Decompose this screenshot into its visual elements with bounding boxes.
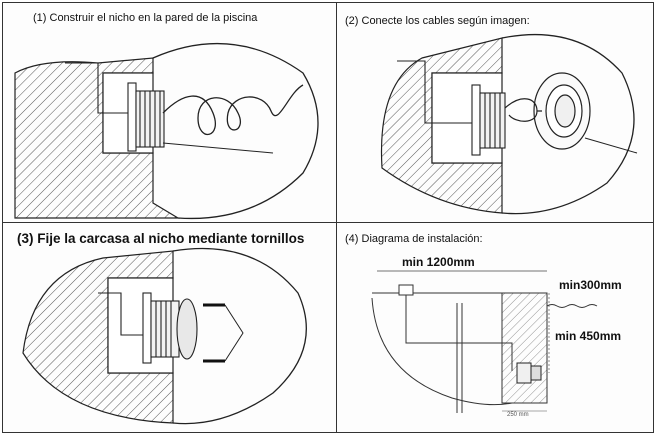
leader-line [162, 142, 274, 154]
min-water-depth-label: min300mm [559, 278, 622, 292]
conduit-pipe [405, 295, 513, 371]
step-3-panel: (3) Fije la carcasa al nicho mediante to… [3, 223, 336, 432]
step-2-caption: (2) Conecte los cables según imagen: [345, 15, 530, 27]
step-4-panel: (4) Diagrama de instalación: min 1200mm … [337, 223, 653, 432]
connection-cable [504, 98, 542, 122]
light-housing [127, 82, 165, 152]
grid-divider-vertical [336, 2, 337, 433]
leader-line [584, 137, 638, 154]
step-3-illustration [22, 247, 307, 425]
step-2-panel: (2) Conecte los cables según imagen: [337, 3, 653, 222]
step-4-caption: (4) Diagrama de instalación: [345, 233, 483, 245]
light-housing [142, 292, 198, 364]
coiled-cable [162, 84, 304, 136]
screw-markers [203, 303, 225, 363]
pool-wall-hatched [501, 292, 548, 404]
water-boundary-outline [501, 33, 635, 215]
step-1-panel: (1) Construir el nicho en la pared de la… [3, 3, 336, 222]
lamp-faceplate [533, 72, 591, 150]
step-3-caption: (3) Fije la carcasa al nicho mediante to… [17, 231, 305, 246]
min-depth-label: min 450mm [555, 329, 622, 343]
conduit-pipe [65, 62, 128, 114]
step-2-illustration [380, 33, 638, 215]
water-boundary-outline [152, 43, 319, 220]
water-surface-wave [546, 304, 598, 308]
step-1-caption: (1) Construir el nicho en la pared de la… [33, 12, 258, 24]
installed-light [516, 362, 542, 384]
water-boundary-outline [172, 247, 307, 425]
conduit-pipe [98, 292, 143, 336]
grid-divider-horizontal [2, 222, 654, 223]
bottom-dimension-label: 250 mm [507, 412, 529, 418]
light-housing [471, 84, 506, 156]
pool-edge-outline [371, 297, 513, 406]
screw-leader-lines [224, 304, 244, 362]
conduit-pipe [397, 60, 472, 124]
min-width-label: min 1200mm [402, 255, 475, 269]
step-1-illustration [14, 43, 319, 220]
junction-box [398, 284, 414, 296]
step-4-installation-diagram [371, 270, 598, 413]
